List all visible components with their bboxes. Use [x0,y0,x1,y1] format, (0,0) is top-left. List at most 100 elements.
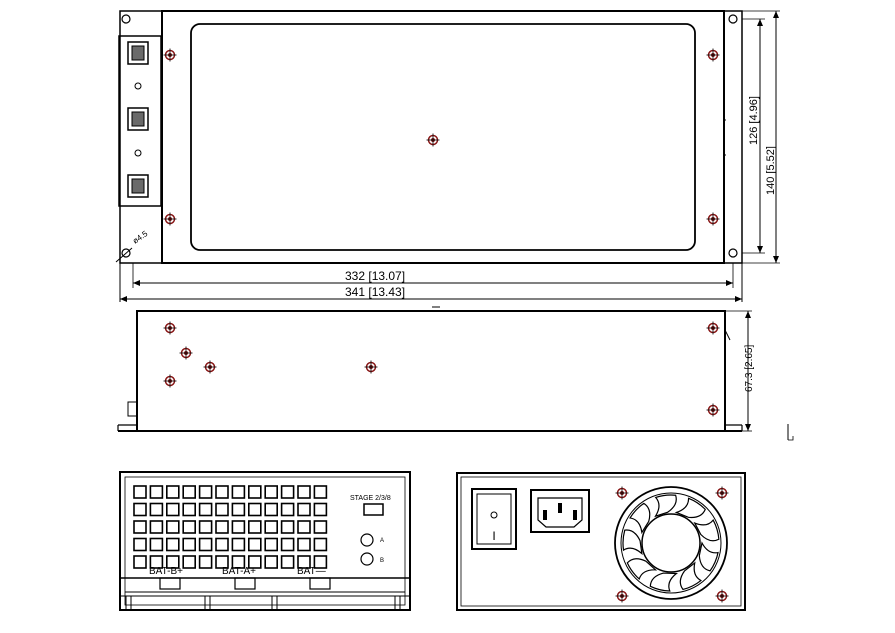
vent-slot [133,502,147,517]
dimension-height: 67.3 [2.65] [725,310,755,432]
side-screws [163,321,720,417]
front-panel: STAGE 2/3/8 A B BAT-B+ BAT-A+ BAT— [119,471,411,611]
vent-slot [198,537,213,552]
terminal-blocks [127,41,149,198]
stage-switch [363,503,384,516]
vent-slot [166,520,180,534]
front-feet [125,596,401,610]
vent-slot [248,485,262,499]
vent-slot [313,555,328,569]
vent-slot [215,555,229,569]
screw-icon [163,321,177,335]
screw-icon [706,403,720,417]
hole-diameter-label: ø4.5 [131,229,150,246]
vent-slot [166,502,180,517]
vent-slot [313,520,328,534]
terminal-label-bat-a: BAT-A+ [222,566,256,577]
fan-blade [622,529,643,556]
vent-slot [133,555,147,569]
screw-icon [615,589,629,603]
vent-slot [280,555,295,569]
vent-slot [149,485,164,499]
vent-slot [248,520,262,534]
mounting-plate-outline [119,10,743,264]
screw-icon [615,486,629,500]
screw-icon [426,133,440,147]
mounting-hole [728,14,738,24]
vent-slot [149,502,164,517]
screw-icon [203,360,217,374]
rear-panel: I [456,472,746,611]
vent-slot [231,502,246,517]
vent-slot [264,485,279,499]
vent-slot [198,555,213,569]
top-screws [163,48,720,226]
led-a-label: A [380,538,384,544]
vent-slot [313,502,328,517]
chassis-body-outline [161,10,725,264]
led-b [360,552,374,566]
screw-icon [163,48,177,62]
vent-slot [264,555,279,569]
vent-slot [182,502,196,517]
vent-slot [215,485,229,499]
front-panel-outline [119,471,411,611]
vent-slot [248,502,262,517]
screw-icon [715,486,729,500]
screw-icon [179,346,193,360]
vent-slot [313,537,328,552]
fan-blade [654,494,677,518]
mounting-hole [728,248,738,258]
terminal-strip [118,35,162,207]
side-body-outline [136,310,726,432]
inner-width-label: 126 [4.96] [748,96,760,145]
vent-slot [166,537,180,552]
vent-slot [149,520,164,534]
outer-width-label: 140 [5.52] [765,146,777,195]
vent-slot [133,520,147,534]
vent-slot [215,537,229,552]
screw-icon [706,212,720,226]
vent-slot [166,485,180,499]
fan-blade [629,502,651,535]
fan-blade [679,561,702,591]
cooling-fan [614,486,728,600]
rear-screws [615,486,729,603]
vent-slot [264,537,279,552]
dimension-length: 332 [13.07] 341 [13.43] [119,263,743,302]
vent-slot [231,520,246,534]
screw-icon [163,374,177,388]
fan-blade [698,541,719,572]
screw-icon [706,321,720,335]
terminal-lugs [159,577,331,590]
vent-slot [280,502,295,517]
led-b-label: B [380,558,384,564]
vent-slot [133,537,147,552]
vent-slot [248,555,262,569]
rear-panel-outline [456,472,746,611]
vent-slot [231,537,246,552]
vent-slot [297,520,311,534]
vent-slot [297,537,311,552]
terminal-label-bat-b: BAT-B+ [149,566,183,577]
switch-on-mark: I [492,529,495,543]
mounting-hole [121,248,131,258]
vent-slot [297,555,311,569]
stage-label: STAGE 2/3/8 [350,495,391,502]
ac-inlet [530,489,590,533]
screw-icon [364,360,378,374]
vent-grid [133,485,328,569]
vent-slot [198,502,213,517]
terminal-label-bat-neg: BAT— [297,566,326,577]
vent-slot [280,537,295,552]
fan-blade [649,572,679,592]
top-view: ø4.5 332 [13.07] 341 [13.43] [115,10,780,302]
fan-blade [674,497,706,519]
dimension-width: 126 [4.96] 140 [5.52] [742,10,780,264]
vent-slot [215,502,229,517]
fan-blade [626,558,658,581]
vent-slot [198,520,213,534]
vent-slot [264,520,279,534]
vent-slot [149,555,164,569]
